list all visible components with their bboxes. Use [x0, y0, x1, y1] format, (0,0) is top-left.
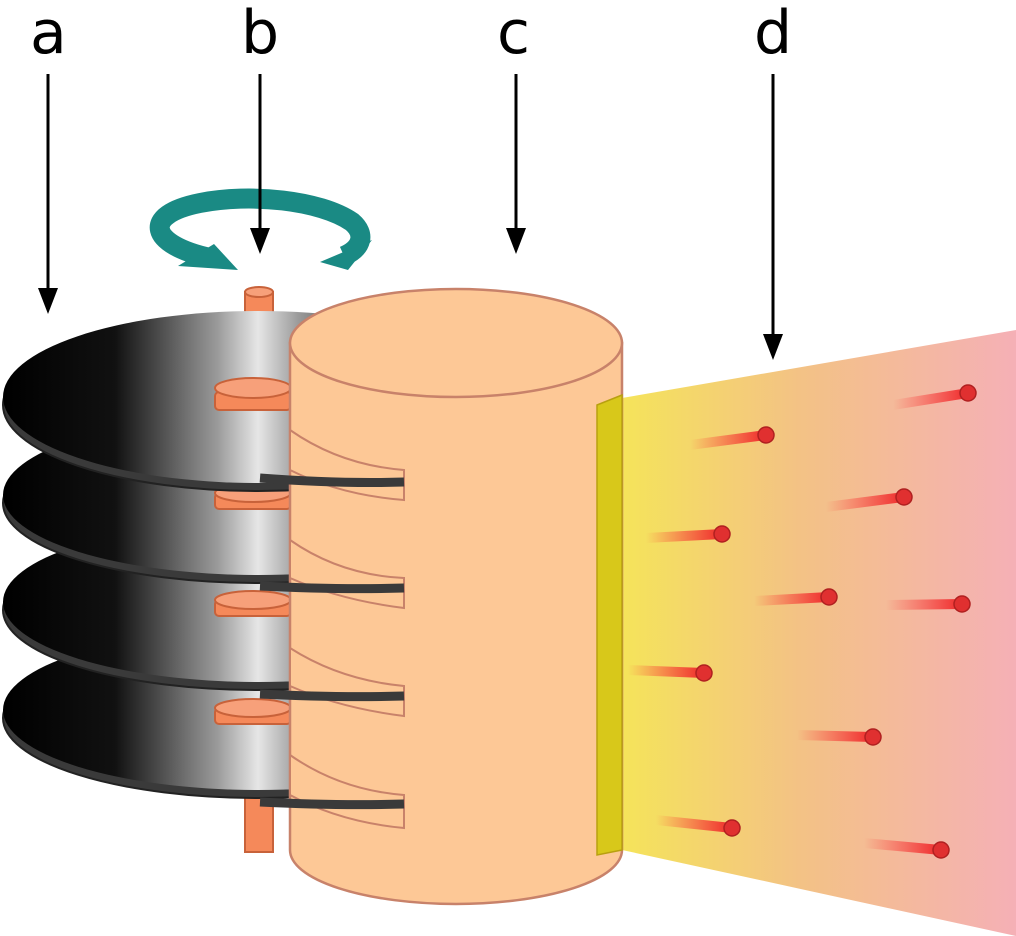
label-b: b — [241, 0, 279, 68]
particle — [690, 426, 775, 450]
particle — [656, 815, 741, 837]
label-d: d — [754, 0, 792, 68]
label-c: c — [497, 0, 530, 68]
pointer-arrows — [38, 74, 783, 360]
particle — [886, 595, 971, 613]
arrow-d — [763, 74, 783, 360]
particle — [864, 838, 950, 859]
particle — [646, 525, 731, 543]
cylinder — [259, 287, 624, 906]
particle-beam — [622, 330, 1016, 936]
arrow-b — [250, 74, 270, 254]
particle — [797, 728, 882, 746]
particles — [628, 384, 977, 859]
exit-slit — [596, 393, 623, 856]
particle — [628, 664, 713, 682]
particle — [826, 488, 913, 512]
label-a: a — [30, 0, 67, 68]
rotation-arrow-icon — [149, 188, 372, 270]
arrow-c — [506, 74, 526, 254]
arrow-a — [38, 74, 58, 314]
particle — [754, 588, 838, 606]
particle — [893, 384, 977, 410]
